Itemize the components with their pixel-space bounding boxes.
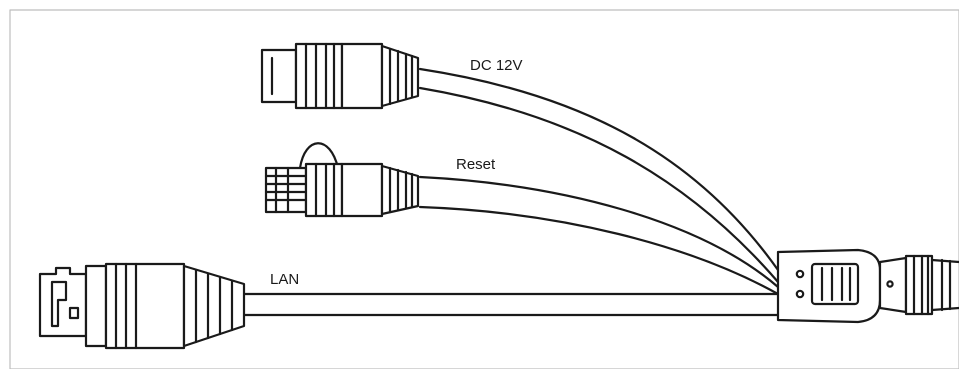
lan-label: LAN bbox=[270, 271, 300, 288]
dc-12v-label: DC 12V bbox=[470, 57, 523, 74]
dc-cable bbox=[418, 67, 780, 284]
lan-connector bbox=[38, 262, 246, 350]
tail-cable bbox=[878, 254, 959, 316]
reset-label: Reset bbox=[456, 156, 496, 173]
reset-button-connector bbox=[264, 142, 420, 218]
reset-cable bbox=[418, 175, 780, 296]
dc-jack bbox=[260, 42, 420, 110]
junction-block bbox=[776, 248, 882, 324]
lan-cable bbox=[242, 292, 780, 317]
